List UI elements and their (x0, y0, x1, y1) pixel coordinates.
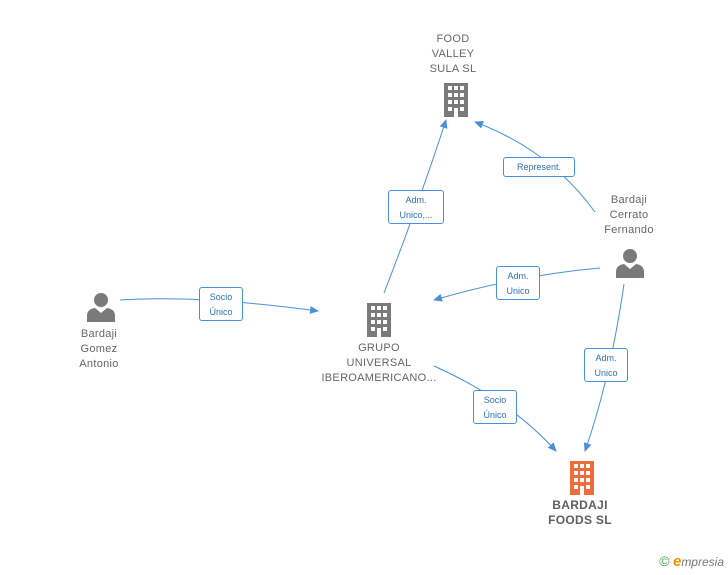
food-valley-line-1: FOOD (436, 33, 470, 45)
bardaji-cerrato-label[interactable]: Bardaji Cerrato Fernando (579, 193, 679, 238)
building-icon[interactable] (567, 461, 597, 495)
edge-label-line: Adm. (507, 271, 529, 281)
person-icon[interactable] (86, 292, 116, 322)
bardaji-cerrato-line-3: Fernando (604, 224, 654, 236)
person-icon[interactable] (615, 248, 645, 278)
bardaji-gomez-line-2: Gomez (80, 343, 118, 355)
edge-label-line: Represent. (516, 162, 562, 172)
bardaji-gomez-label[interactable]: Bardaji Gomez Antonio (49, 327, 149, 372)
bardaji-gomez-line-1: Bardaji (80, 328, 118, 340)
edge-label-adm-unico-foods[interactable]: Adm. Unico (584, 348, 628, 382)
grupo-line-1: GRUPO (358, 342, 400, 354)
edge-label-line: Único (483, 410, 507, 420)
food-valley-line-2: VALLEY (431, 48, 475, 60)
building-icon[interactable] (441, 83, 471, 117)
bardaji-foods-label[interactable]: BARDAJI FOODS SL (530, 498, 630, 528)
edge-label-socio-unico-gomez[interactable]: Socio Único (199, 287, 243, 321)
bardaji-cerrato-line-2: Cerrato (609, 209, 649, 221)
grupo-universal-label[interactable]: GRUPO UNIVERSAL IBEROAMERICANO... (309, 341, 449, 386)
empresia-watermark: © empresia (659, 553, 724, 570)
edge-label-line: Socio (209, 292, 233, 302)
food-valley-label[interactable]: FOOD VALLEY SULA SL (403, 32, 503, 77)
edge-label-line: Unico (594, 368, 618, 378)
edge-label-represent[interactable]: Represent. (503, 157, 575, 177)
edge-label-socio-unico-grupo[interactable]: Socio Único (473, 390, 517, 424)
grupo-line-2: UNIVERSAL (346, 357, 412, 369)
bardaji-foods-line-1: BARDAJI (552, 498, 608, 512)
bardaji-foods-line-2: FOODS SL (548, 513, 612, 527)
brand-name: mpresia (681, 555, 724, 569)
copyright-symbol: © (659, 553, 670, 569)
edge-label-line: Unico (506, 286, 530, 296)
edge-label-adm-unico-grupo[interactable]: Adm. Unico (496, 266, 540, 300)
grupo-line-3: IBEROAMERICANO... (321, 372, 437, 384)
edge-label-line: Adm. (405, 195, 427, 205)
edge-label-line: Socio (483, 395, 507, 405)
edge-label-adm-unico-food-valley[interactable]: Adm. Unico,... (388, 190, 444, 224)
bardaji-gomez-line-3: Antonio (79, 358, 119, 370)
food-valley-line-3: SULA SL (429, 63, 477, 75)
brand-initial: e (672, 553, 682, 570)
edge-label-line: Unico,... (399, 210, 433, 220)
building-icon[interactable] (364, 303, 394, 337)
edge-label-line: Único (209, 307, 233, 317)
edge-label-line: Adm. (595, 353, 617, 363)
bardaji-cerrato-line-1: Bardaji (610, 194, 648, 206)
